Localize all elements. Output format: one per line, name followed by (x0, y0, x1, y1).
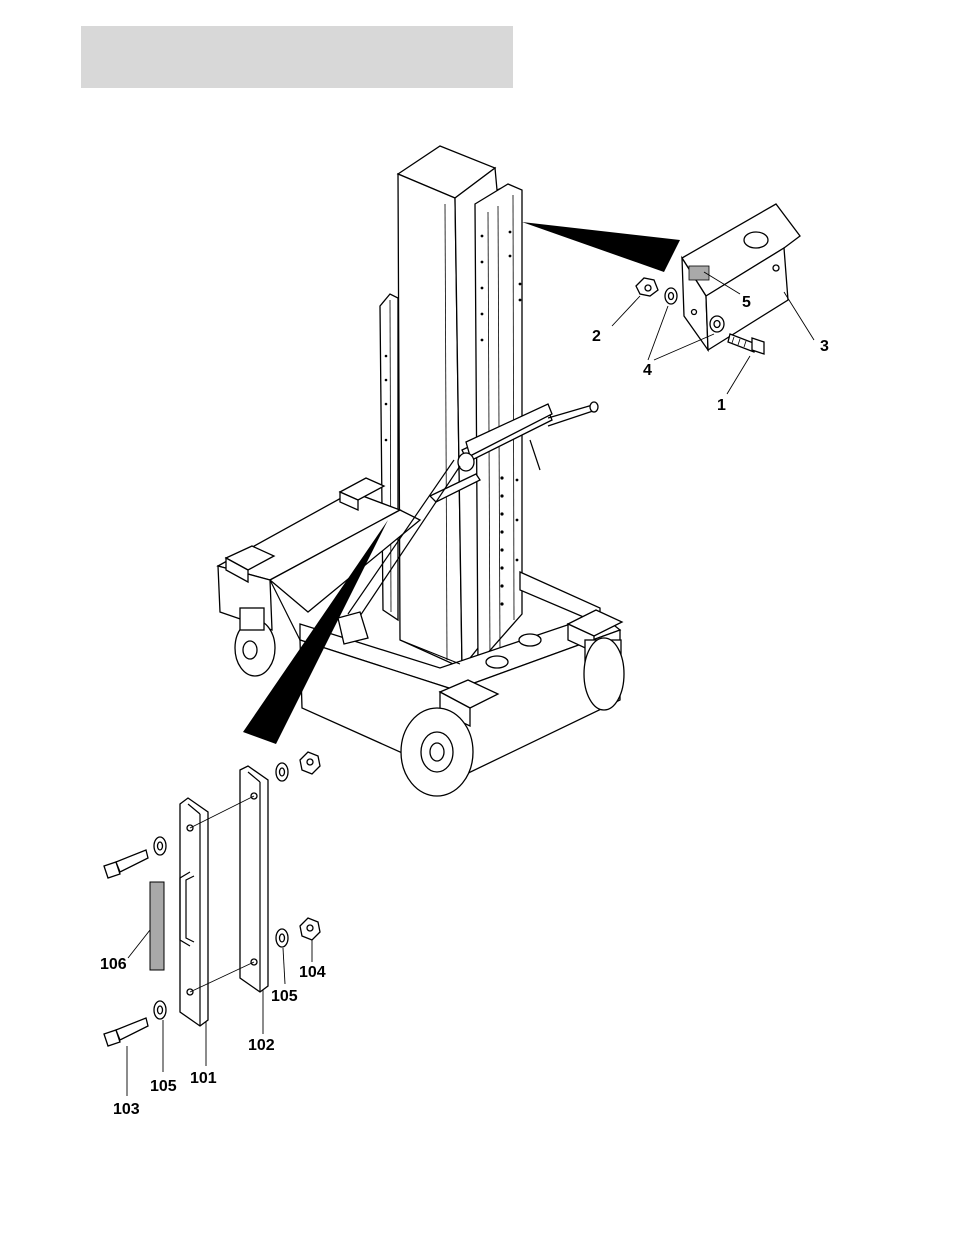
pointer-arrow-upper (522, 222, 680, 272)
callout-106: 106 (100, 956, 127, 973)
callout-2: 2 (592, 328, 601, 345)
upper-bracket-detail (636, 204, 800, 354)
callout-105-lower: 105 (150, 1078, 177, 1095)
callout-3: 3 (820, 338, 829, 355)
callout-105-upper: 105 (271, 988, 298, 1005)
callout-103: 103 (113, 1101, 140, 1118)
callout-104: 104 (299, 964, 326, 981)
callout-4: 4 (643, 362, 652, 379)
callout-1: 1 (717, 397, 726, 414)
callout-5: 5 (742, 294, 751, 311)
callout-102: 102 (248, 1037, 275, 1054)
mast (380, 146, 522, 668)
warning-label-106 (150, 882, 164, 970)
callout-101: 101 (190, 1070, 217, 1087)
